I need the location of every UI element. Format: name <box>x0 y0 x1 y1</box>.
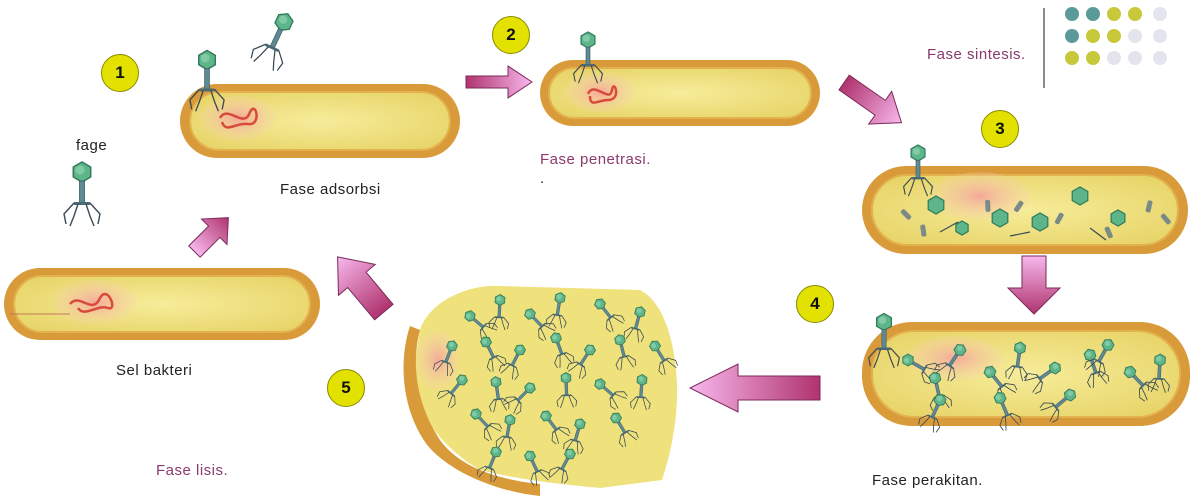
decor-dot <box>1153 29 1167 43</box>
bacteriophage-icon <box>249 7 303 73</box>
cell-bacterium <box>4 268 320 340</box>
label-sel-bakteri: Sel bakteri <box>116 362 192 379</box>
cell-assembly <box>862 322 1190 434</box>
decor-dot <box>1153 7 1167 21</box>
decor-dot <box>1107 51 1121 65</box>
phage-head-icon <box>1111 210 1125 226</box>
decorative-dot-grid <box>1044 7 1167 88</box>
cell-adsorption <box>180 84 460 158</box>
phage-head-icon <box>1032 213 1048 231</box>
label-penetrasi-dot: . <box>540 170 545 187</box>
step-badge-4: 4 <box>796 285 834 323</box>
phage-head-icon <box>956 221 968 235</box>
arrow-icon <box>690 364 820 412</box>
cell-lysis <box>404 286 680 496</box>
arrow-icon <box>182 205 241 264</box>
arrow-icon <box>1008 256 1060 314</box>
label-fase-adsorbsi: Fase adsorbsi <box>280 181 381 198</box>
arrow-icon <box>466 66 532 98</box>
label-fase-sintesis: Fase sintesis. <box>927 46 1026 63</box>
step-badge-2: 2 <box>492 16 530 54</box>
phage-tail-part <box>985 200 991 212</box>
decor-dot <box>1153 51 1167 65</box>
phage-head-icon <box>992 209 1008 227</box>
step-badge-5: 5 <box>327 369 365 407</box>
label-fase-lisis: Fase lisis. <box>156 462 228 479</box>
bacteriophage-icon <box>64 162 100 226</box>
arrow-icon <box>833 66 913 139</box>
phage-head-icon <box>1072 187 1088 205</box>
arrow-icon <box>319 241 402 327</box>
label-fase-penetrasi: Fase penetrasi. <box>540 151 651 168</box>
label-fase-perakitan: Fase perakitan. <box>872 472 983 489</box>
decor-dot <box>1065 7 1079 21</box>
decor-dot <box>1086 7 1100 21</box>
cell-penetration <box>540 60 820 126</box>
decor-dot <box>1107 29 1121 43</box>
step-badge-3: 3 <box>981 110 1019 148</box>
decor-dot <box>1128 51 1142 65</box>
label-fage: fage <box>76 137 107 154</box>
decor-dot <box>1107 7 1121 21</box>
decor-dot <box>1086 51 1100 65</box>
phage-head-icon <box>928 196 944 214</box>
decor-dot <box>1128 7 1142 21</box>
decor-dot <box>1065 51 1079 65</box>
decor-dot <box>1065 29 1079 43</box>
decor-dot <box>1128 29 1142 43</box>
step-badge-1: 1 <box>101 54 139 92</box>
decor-dot <box>1086 29 1100 43</box>
